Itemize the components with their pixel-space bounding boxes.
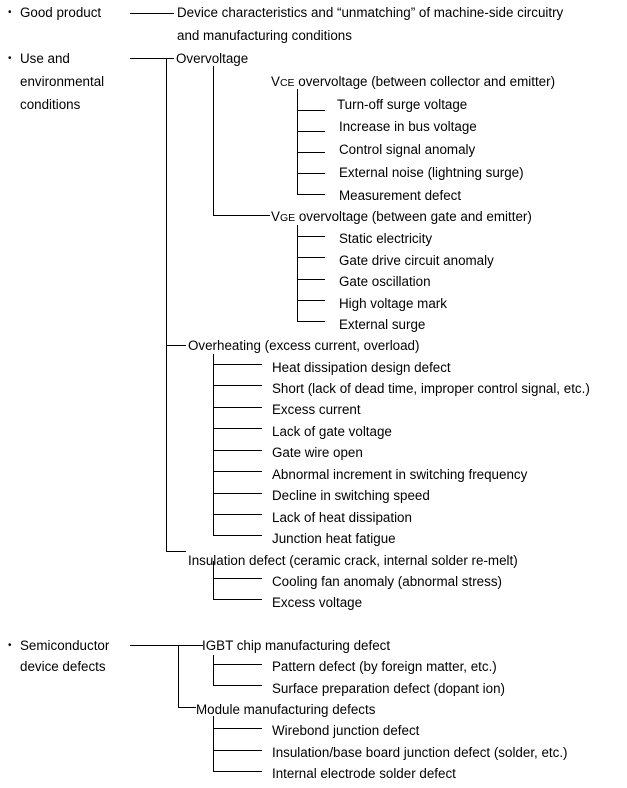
vce-v: V: [271, 74, 280, 89]
node-igbt-chip-defect: IGBT chip manufacturing defect: [202, 638, 391, 653]
node-insulation-defect: Insulation defect (ceramic crack, intern…: [188, 553, 518, 568]
leaf-item: Internal electrode solder defect: [272, 766, 456, 781]
node-vce-overvoltage: VCE overvoltage (between collector and e…: [271, 74, 555, 91]
leaf-item: Turn-off surge voltage: [337, 97, 468, 112]
leaf-item: External noise (lightning surge): [339, 165, 524, 180]
section-label-semiconductor-line1: Semiconductor: [20, 638, 110, 653]
leaf-item: Wirebond junction defect: [272, 723, 420, 738]
section-label-use-line1: Use and: [20, 51, 70, 66]
leaf-item: Junction heat fatigue: [272, 531, 396, 546]
leaf-item: Gate drive circuit anomaly: [339, 253, 494, 268]
node-device-characteristics-cont: and manufacturing conditions: [177, 28, 352, 43]
leaf-item: Lack of heat dissipation: [272, 510, 412, 525]
leaf-item: Control signal anomaly: [339, 142, 476, 157]
node-device-characteristics: Device characteristics and “unmatching” …: [177, 5, 564, 20]
leaf-item: Measurement defect: [339, 188, 462, 203]
leaf-item: Short (lack of dead time, improper contr…: [272, 381, 590, 396]
bullet-icon: •: [8, 640, 12, 651]
vce-rest: overvoltage (between collector and emitt…: [294, 74, 556, 89]
leaf-item: Lack of gate voltage: [272, 424, 392, 439]
leaf-item: Excess voltage: [272, 595, 363, 610]
section-label-use-line2: environmental: [20, 74, 105, 89]
leaf-item: External surge: [339, 317, 426, 332]
leaf-item: Gate oscillation: [339, 274, 431, 289]
leaf-item: Cooling fan anomaly (abnormal stress): [272, 574, 502, 589]
leaf-item: Abnormal increment in switching frequenc…: [272, 467, 528, 482]
leaf-item: High voltage mark: [339, 296, 447, 311]
vge-rest: overvoltage (between gate and emitter): [295, 209, 532, 224]
section-label-good-product: Good product: [20, 5, 102, 20]
leaf-item: Increase in bus voltage: [339, 119, 477, 134]
section-label-semiconductor-line2: device defects: [20, 659, 106, 674]
vce-subscript: CE: [279, 77, 295, 89]
bullet-icon: •: [8, 53, 12, 64]
bullet-icon: •: [8, 7, 12, 18]
section-label-use-line3: conditions: [20, 97, 81, 112]
node-overheating: Overheating (excess current, overload): [188, 338, 420, 353]
node-overvoltage: Overvoltage: [176, 51, 249, 66]
leaf-item: Pattern defect (by foreign matter, etc.): [272, 659, 497, 674]
leaf-item: Gate wire open: [272, 445, 363, 460]
node-module-defects: Module manufacturing defects: [196, 702, 376, 717]
leaf-item: Insulation/base board junction defect (s…: [272, 745, 568, 760]
leaf-item: Static electricity: [339, 231, 433, 246]
leaf-item: Heat dissipation design defect: [272, 360, 451, 375]
vge-v: V: [271, 209, 280, 224]
leaf-item: Surface preparation defect (dopant ion): [272, 681, 505, 696]
leaf-item: Excess current: [272, 402, 361, 417]
node-vge-overvoltage: VGE overvoltage (between gate and emitte…: [271, 209, 532, 226]
vge-subscript: GE: [279, 212, 296, 224]
leaf-item: Decline in switching speed: [272, 488, 430, 503]
